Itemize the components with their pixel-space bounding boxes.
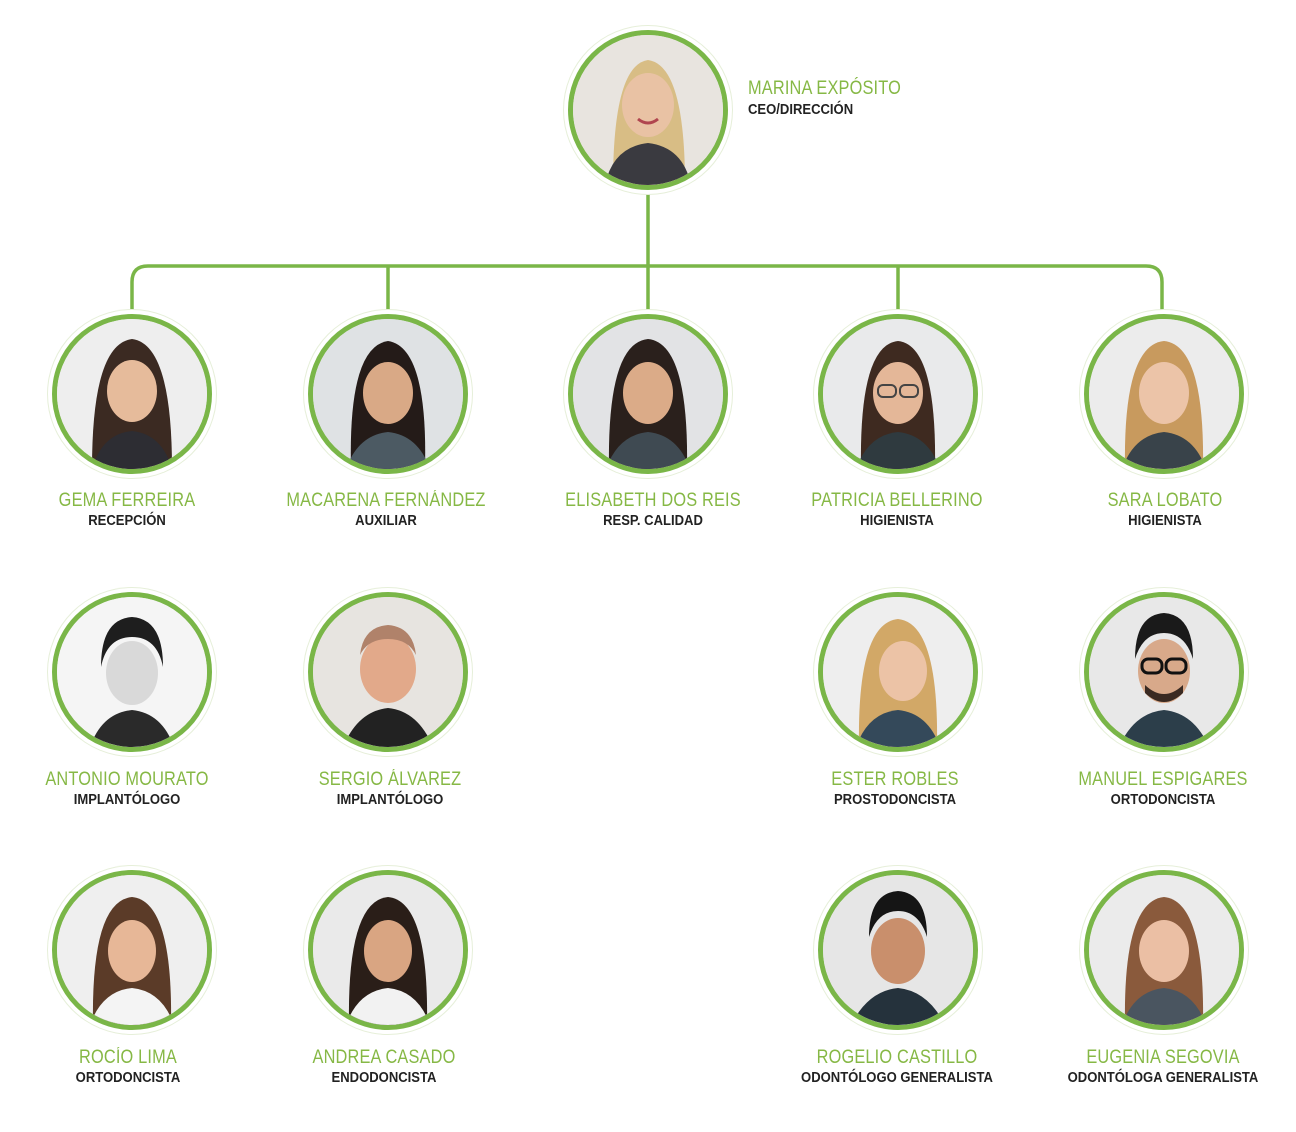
member-name: PATRICIA BELLERINO [811,490,983,511]
member-photo [52,314,212,474]
member-photo [308,592,468,752]
portrait-photo [313,597,463,747]
portrait-photo [313,875,463,1025]
portrait-photo [57,875,207,1025]
member-name: SERGIO ÁLVAREZ [318,769,462,790]
member-photo [52,592,212,752]
member-name: ROCÍO LIMA [79,1047,177,1068]
member-name: ROGELIO CASTILLO [816,1047,978,1068]
member-photo [1084,870,1244,1030]
member-photo [1084,592,1244,752]
member-role: AUXILIAR [355,513,417,529]
portrait-photo [313,319,463,469]
member-role: ORTODONCISTA [1110,792,1216,808]
member-photo [818,592,978,752]
member-name: ANTONIO MOURATO [45,769,209,790]
portrait-photo [1089,319,1239,469]
portrait-photo [823,875,973,1025]
member-role: ORTODONCISTA [75,1070,181,1086]
member-role: ODONTÓLOGA GENERALISTA [1067,1070,1259,1086]
member-role: ENDODONCISTA [331,1070,437,1086]
portrait-photo [1089,597,1239,747]
member-photo [568,314,728,474]
member-role: IMPLANTÓLOGO [336,792,444,808]
portrait-photo [57,319,207,469]
portrait-photo [573,319,723,469]
member-photo [818,870,978,1030]
member-role: HIGIENISTA [860,513,934,529]
member-photo [818,314,978,474]
member-photo [308,870,468,1030]
director-role: CEO/DIRECCIÓN [748,102,854,118]
member-name: MANUEL ESPIGARES [1078,769,1248,790]
portrait-photo [57,597,207,747]
member-role: ODONTÓLOGO GENERALISTA [801,1070,993,1086]
portrait-photo [1089,875,1239,1025]
director-name: MARINA EXPÓSITO [748,78,902,99]
member-photo [52,870,212,1030]
portrait-photo [823,597,973,747]
member-name: EUGENIA SEGOVIA [1086,1047,1240,1068]
member-name: ANDREA CASADO [312,1047,456,1068]
portrait-photo [573,35,723,185]
member-photo [1084,314,1244,474]
member-role: PROSTODONCISTA [833,792,957,808]
member-name: SARA LOBATO [1107,490,1223,511]
member-role: HIGIENISTA [1128,513,1202,529]
portrait-photo [823,319,973,469]
member-name: GEMA FERREIRA [58,490,196,511]
member-role: RESP. CALIDAD [603,513,703,529]
branch-line [130,264,1164,312]
member-photo [308,314,468,474]
director-photo [568,30,728,190]
member-role: IMPLANTÓLOGO [73,792,181,808]
member-name: ESTER ROBLES [831,769,959,790]
member-name: ELISABETH DOS REIS [565,490,741,511]
member-name: MACARENA FERNÁNDEZ [286,490,486,511]
member-role: RECEPCIÓN [88,513,166,529]
